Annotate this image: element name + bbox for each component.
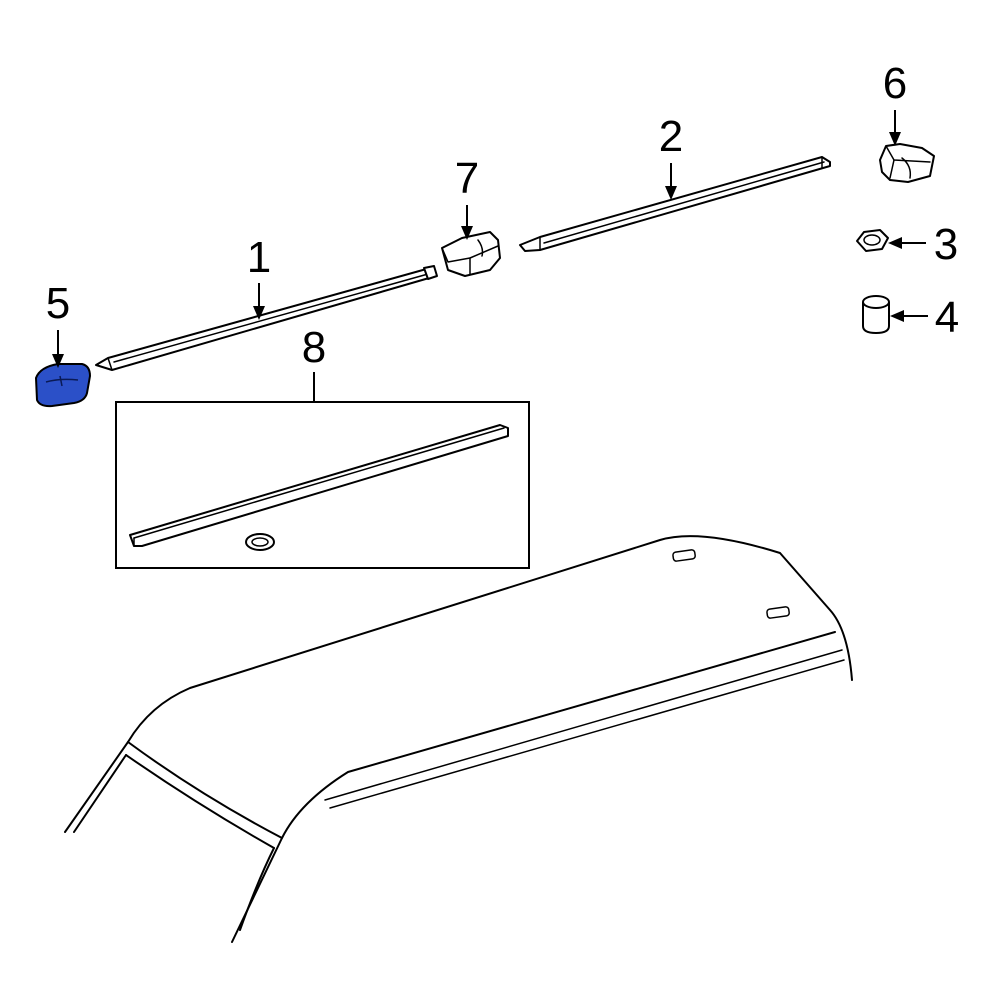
roof-panel-outline <box>64 535 853 943</box>
leader-arrow-1 <box>253 283 265 320</box>
joint-clip-part-7[interactable] <box>441 231 501 277</box>
molding-strip-part-2[interactable] <box>519 156 831 252</box>
leader-arrow-2 <box>665 163 677 200</box>
callout-7: 7 <box>455 154 479 203</box>
leader-arrow-7 <box>461 205 473 240</box>
leader-arrow-6 <box>889 110 901 146</box>
callout-4: 4 <box>935 293 959 342</box>
end-cap-part-5[interactable] <box>35 363 91 408</box>
molding-strip-part-1[interactable] <box>95 265 438 371</box>
callout-2: 2 <box>659 112 683 161</box>
nut-part-3[interactable] <box>856 229 889 252</box>
callout-8: 8 <box>302 323 326 372</box>
callout-1: 1 <box>247 233 271 282</box>
leader-arrow-3 <box>888 237 926 249</box>
callout-3: 3 <box>934 220 958 269</box>
inset-box-part-8[interactable] <box>115 401 530 569</box>
leader-arrow-4 <box>890 310 928 322</box>
callout-6: 6 <box>883 59 907 108</box>
leader-arrow-5 <box>52 330 64 368</box>
end-clip-part-6[interactable] <box>879 143 935 183</box>
callout-5: 5 <box>46 279 70 328</box>
bushing-part-4[interactable] <box>862 295 890 334</box>
